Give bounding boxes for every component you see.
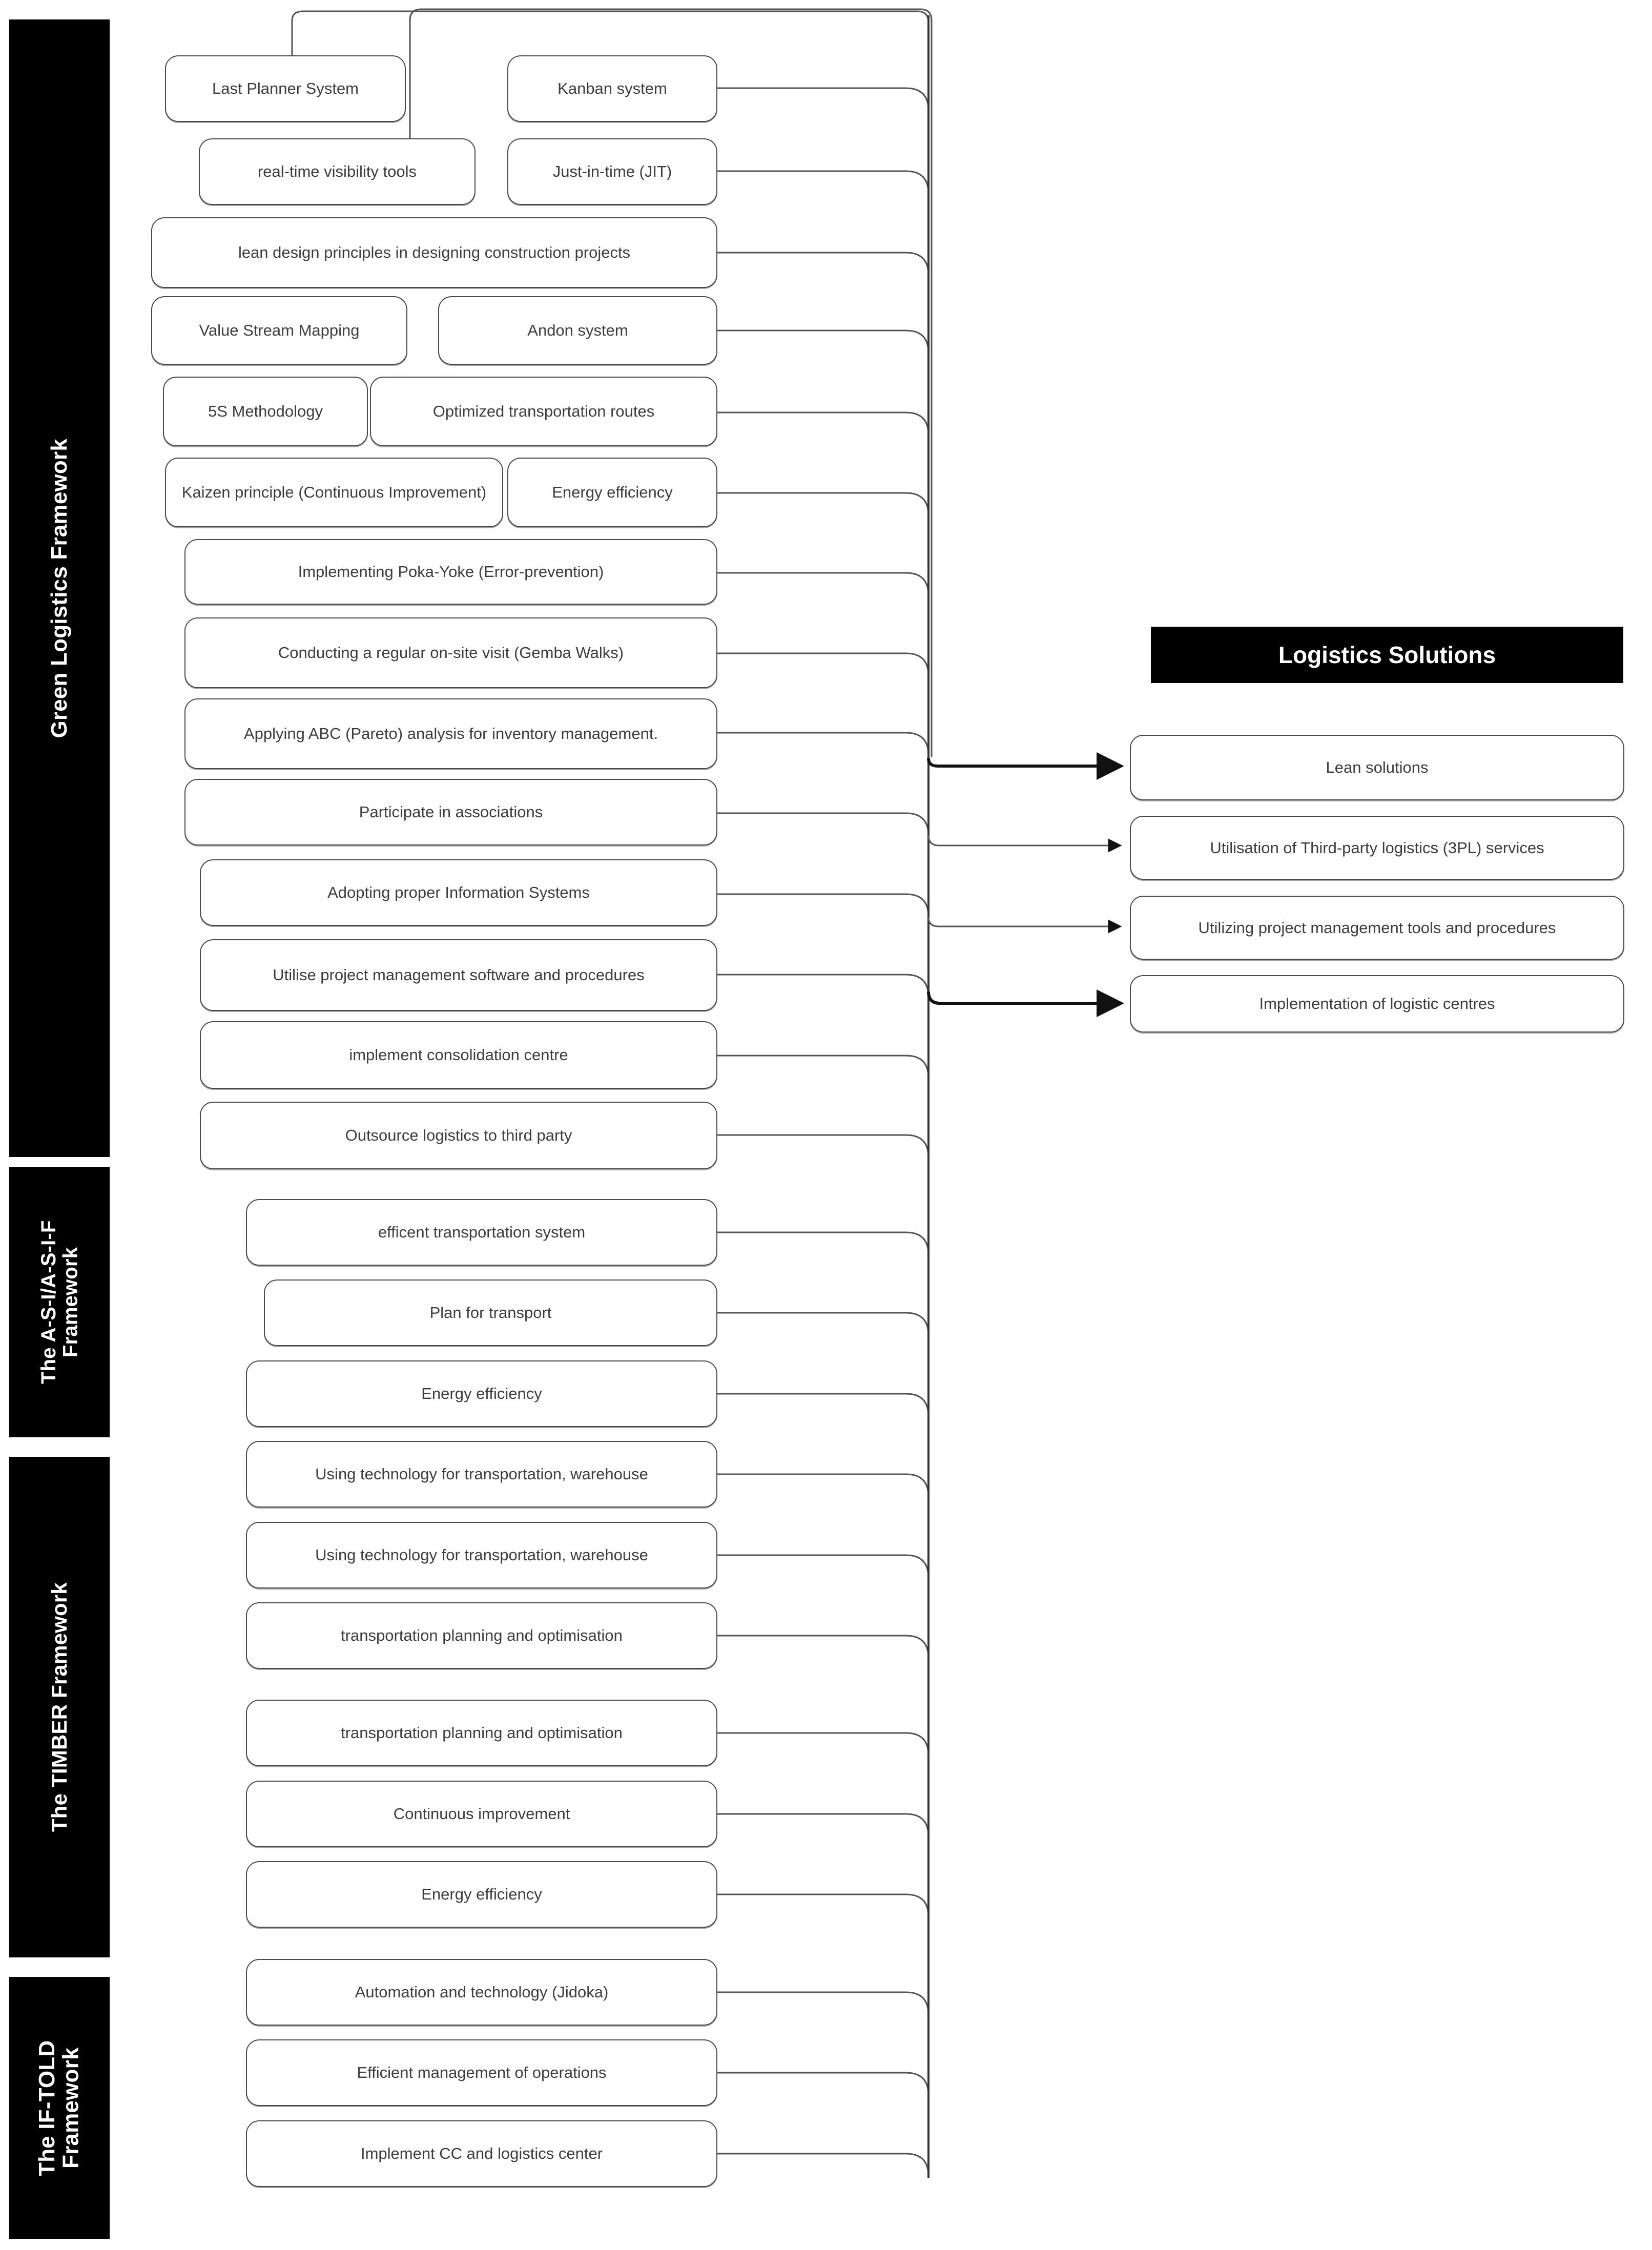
solutions-header: Logistics Solutions (1151, 627, 1623, 683)
category-label: The TIMBER Framework (47, 1582, 71, 1832)
practice-label: Conducting a regular on-site visit (Gemb… (278, 644, 624, 662)
practice-box[interactable]: Continuous improvement (246, 1781, 717, 1847)
practice-label: lean design principles in designing cons… (238, 243, 631, 262)
practice-box[interactable]: Automation and technology (Jidoka) (246, 1959, 717, 2026)
practice-box[interactable]: Implement CC and logistics center (246, 2120, 717, 2187)
practice-box[interactable]: efficent transportation system (246, 1199, 717, 1266)
practice-box[interactable]: real-time visibility tools (199, 138, 476, 205)
practice-box[interactable]: Using technology for transportation, war… (246, 1522, 717, 1588)
practice-box[interactable]: Efficient management of operations (246, 2039, 717, 2106)
practice-label: Outsource logistics to third party (345, 1126, 572, 1145)
practice-box[interactable]: Just-in-time (JIT) (507, 138, 717, 205)
solution-box[interactable]: Implementation of logistic centres (1130, 975, 1624, 1033)
practice-box[interactable]: Kanban system (507, 55, 717, 122)
practice-box[interactable]: Energy efficiency (246, 1360, 717, 1427)
solutions-header-label: Logistics Solutions (1278, 642, 1496, 668)
practice-box[interactable]: Optimized transportation routes (370, 377, 717, 446)
practice-label: Implementing Poka-Yoke (Error-prevention… (298, 563, 604, 581)
practice-label: transportation planning and optimisation (341, 1724, 623, 1742)
solution-label: Implementation of logistic centres (1259, 995, 1495, 1013)
practice-label: Optimized transportation routes (432, 402, 655, 421)
practice-box[interactable]: Value Stream Mapping (151, 296, 407, 365)
practice-label: Value Stream Mapping (199, 321, 360, 340)
practice-label: transportation planning and optimisation (341, 1626, 623, 1645)
practice-box[interactable]: Implementing Poka-Yoke (Error-prevention… (184, 539, 717, 605)
practice-label: Implement CC and logistics center (360, 2144, 603, 2163)
category-bar-timber: The TIMBER Framework (9, 1457, 110, 1957)
category-label: Green Logistics Framework (46, 438, 72, 738)
practice-box[interactable]: Using technology for transportation, war… (246, 1441, 717, 1508)
practice-label: Just-in-time (JIT) (552, 162, 672, 181)
practice-label: Plan for transport (429, 1304, 552, 1322)
practice-box[interactable]: lean design principles in designing cons… (151, 217, 717, 288)
practice-box[interactable]: implement consolidation centre (200, 1021, 717, 1089)
practice-box[interactable]: Utilise project management software and … (200, 939, 717, 1011)
practice-label: Kaizen principle (Continuous Improvement… (181, 483, 487, 502)
practice-box[interactable]: Adopting proper Information Systems (200, 859, 717, 926)
practice-label: Using technology for transportation, war… (315, 1546, 648, 1564)
practice-box[interactable]: Energy efficiency (507, 458, 717, 527)
category-bar-a-s-i: The A-S-I/A-S-I-F Framework (9, 1167, 110, 1437)
practice-label: real-time visibility tools (257, 162, 417, 181)
practice-box[interactable]: Applying ABC (Pareto) analysis for inven… (184, 698, 717, 769)
solution-label: Utilizing project management tools and p… (1198, 918, 1556, 937)
practice-box[interactable]: Andon system (438, 296, 717, 365)
solution-label: Utilisation of Third-party logistics (3P… (1210, 838, 1544, 857)
practice-label: implement consolidation centre (349, 1046, 568, 1064)
practice-box[interactable]: transportation planning and optimisation (246, 1602, 717, 1669)
solution-box[interactable]: Utilizing project management tools and p… (1130, 896, 1624, 960)
practice-label: Energy efficiency (552, 483, 673, 502)
practice-label: Applying ABC (Pareto) analysis for inven… (243, 725, 658, 743)
category-label: The A-S-I/A-S-I-F Framework (37, 1220, 81, 1384)
practice-label: Efficient management of operations (357, 2063, 607, 2082)
category-label: The IF-TOLD Framework (34, 2040, 84, 2176)
practice-box[interactable]: Outsource logistics to third party (200, 1102, 717, 1169)
category-bar-if-told: The IF-TOLD Framework (9, 1977, 110, 2239)
solution-box[interactable]: Utilisation of Third-party logistics (3P… (1130, 816, 1624, 880)
practice-box[interactable]: transportation planning and optimisation (246, 1700, 717, 1766)
practice-label: efficent transportation system (378, 1223, 586, 1242)
practice-box[interactable]: Energy efficiency (246, 1861, 717, 1928)
practice-label: Participate in associations (359, 803, 543, 821)
solution-box[interactable]: Lean solutions (1130, 735, 1624, 800)
practice-label: Andon system (527, 321, 628, 340)
practice-box[interactable]: Last Planner System (165, 55, 406, 122)
practice-label: 5S Methodology (208, 402, 323, 421)
practice-label: Using technology for transportation, war… (315, 1465, 648, 1483)
practice-label: Kanban system (557, 79, 667, 98)
practice-box[interactable]: Plan for transport (264, 1279, 717, 1346)
category-bar-green-logistics: Green Logistics Framework (9, 19, 110, 1157)
practice-label: Energy efficiency (421, 1885, 542, 1904)
practice-label: Energy efficiency (421, 1385, 542, 1403)
practice-box[interactable]: Conducting a regular on-site visit (Gemb… (184, 617, 717, 688)
practice-label: Adopting proper Information Systems (327, 883, 590, 902)
practice-box[interactable]: 5S Methodology (163, 377, 368, 446)
solution-label: Lean solutions (1326, 758, 1429, 777)
practice-label: Continuous improvement (393, 1805, 570, 1823)
practice-label: Automation and technology (Jidoka) (355, 1983, 609, 2001)
practice-box[interactable]: Participate in associations (184, 779, 717, 845)
practice-label: Utilise project management software and … (273, 966, 645, 984)
practice-label: Last Planner System (212, 79, 359, 98)
practice-box[interactable]: Kaizen principle (Continuous Improvement… (165, 458, 503, 527)
